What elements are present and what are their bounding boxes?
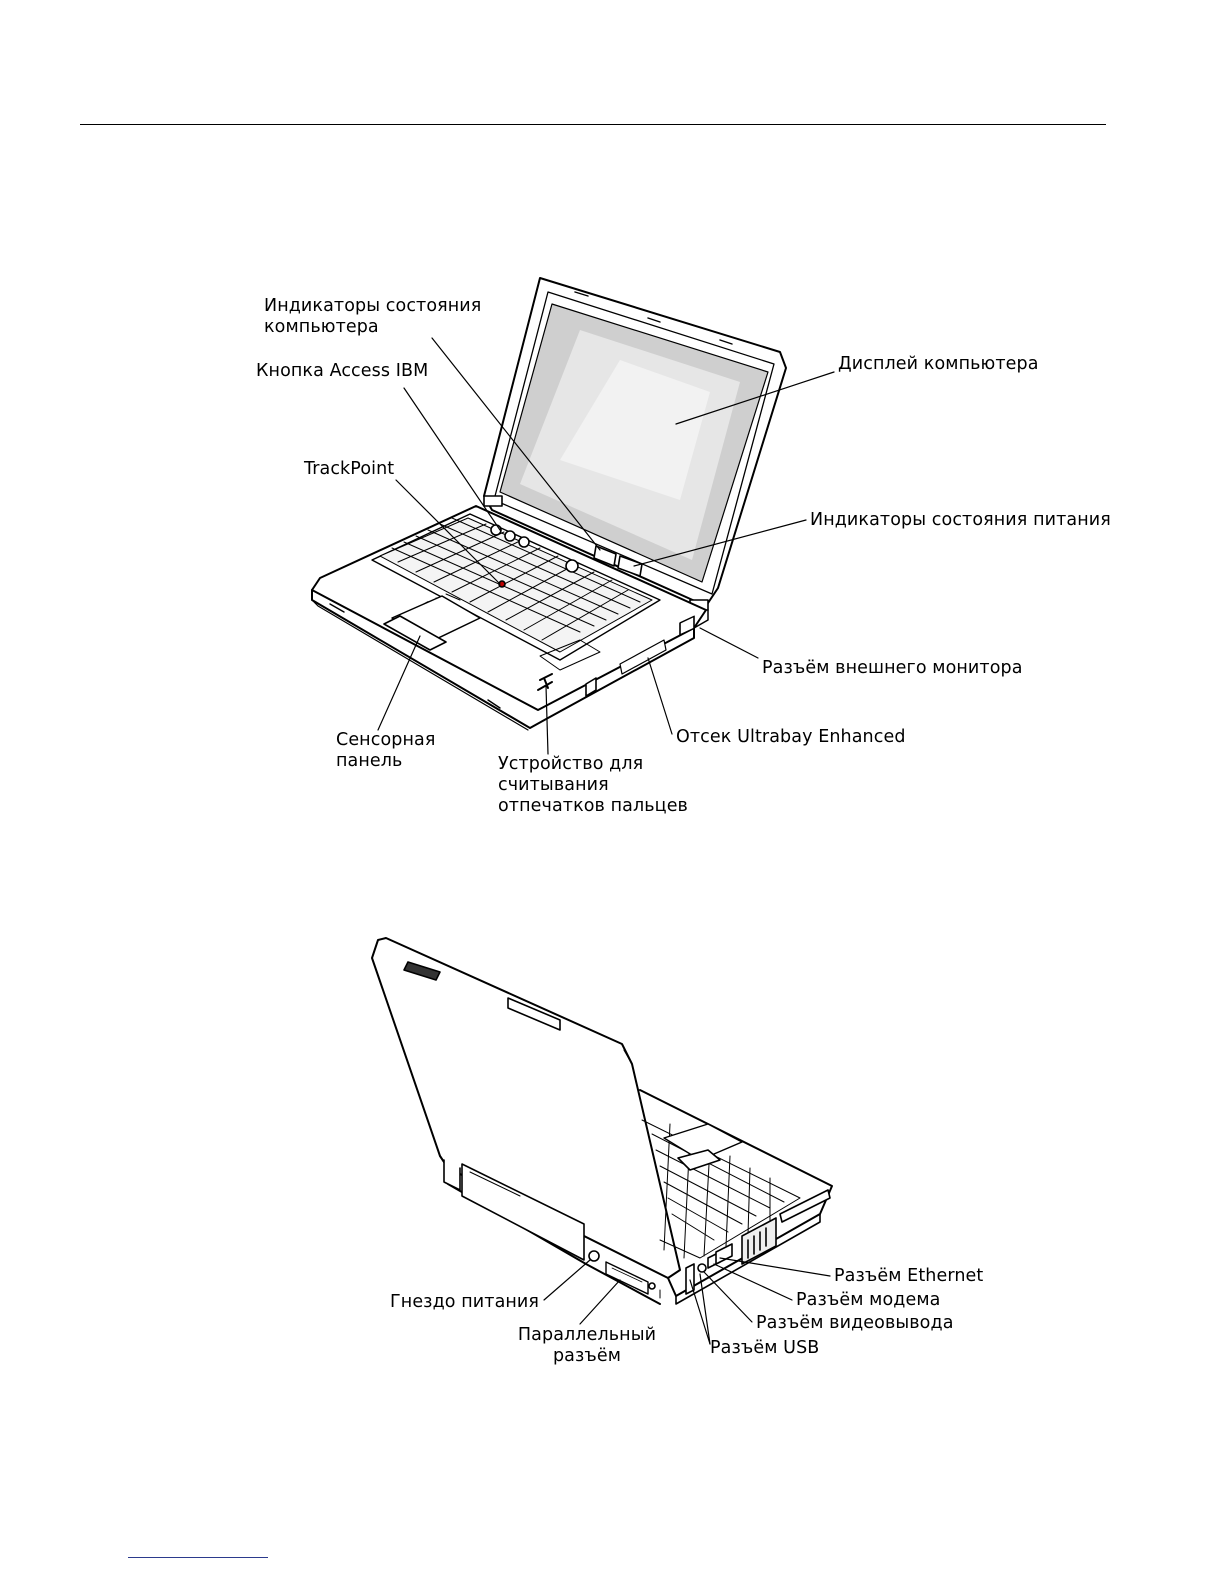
label-modem-connector: Разъём модема — [796, 1290, 941, 1310]
label-video-out-connector: Разъём видеовывода — [756, 1313, 954, 1333]
label-trackpoint: TrackPoint — [304, 459, 395, 479]
label-access-ibm-button: Кнопка Access IBM — [256, 361, 429, 381]
label-power-status-indicators: Индикаторы состояния питания — [810, 510, 1111, 530]
ethernet-port — [715, 1243, 733, 1265]
footer-rule — [128, 1557, 268, 1558]
front-laptop-drawing — [311, 277, 787, 731]
label-usb-connector: Разъём USB — [710, 1338, 820, 1358]
label-parallel-connector: Параллельный разъём — [517, 1325, 657, 1366]
label-power-jack: Гнездо питания — [390, 1292, 540, 1312]
label-external-monitor-connector: Разъём внешнего монитора — [762, 658, 1023, 678]
label-ethernet-connector: Разъём Ethernet — [834, 1266, 984, 1286]
rear-leader-lines — [543, 1257, 831, 1345]
label-ultrabay-enhanced: Отсек Ultrabay Enhanced — [676, 727, 906, 747]
label-system-status-indicators: Индикаторы состояния компьютера — [264, 296, 482, 337]
power-jack-port — [588, 1250, 600, 1262]
front-leader-lines — [377, 337, 835, 755]
status-indicator-panel — [593, 545, 617, 567]
power-indicator-panel — [617, 555, 643, 577]
video-out-port — [697, 1263, 707, 1273]
label-fingerprint-reader: Устройство для считывания отпечатков пал… — [498, 754, 688, 816]
header-rule — [80, 124, 1106, 125]
rear-laptop-drawing — [371, 937, 833, 1305]
label-computer-display: Дисплей компьютера — [838, 354, 1039, 374]
fingerprint-sensor — [537, 673, 553, 691]
lid-logo — [403, 961, 441, 981]
label-touchpad: Сенсорная панель — [336, 730, 436, 771]
trackpoint-nub — [498, 580, 506, 588]
